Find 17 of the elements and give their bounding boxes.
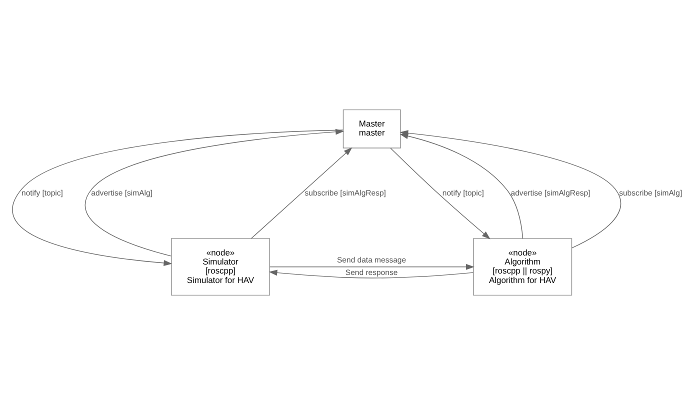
edge-label: notify [topic] [442, 188, 484, 198]
arrow [268, 270, 474, 278]
edge-label: subscribe [simAlg] [619, 188, 682, 198]
node-box: «node» Algorithm [roscpp || rospy] Algorithm for HAV [473, 238, 572, 296]
edge-label: Send response [345, 268, 398, 278]
arrow [269, 264, 474, 270]
edge-label: subscribe [simAlgResp] [304, 188, 386, 198]
edge-label: advertise [simAlgResp] [510, 188, 590, 198]
arrow [84, 128, 344, 256]
edge-label: advertise [simAlg] [91, 188, 152, 198]
arrow [12, 130, 344, 266]
edge-label: Send data message [337, 255, 406, 264]
arrow [390, 148, 490, 240]
node-box: Master master [342, 109, 401, 148]
arrow [250, 147, 352, 239]
node-box: «node» Simulator [roscpp] Simulator for HAV [171, 238, 270, 296]
edge-label: notify [topic] [22, 188, 63, 198]
